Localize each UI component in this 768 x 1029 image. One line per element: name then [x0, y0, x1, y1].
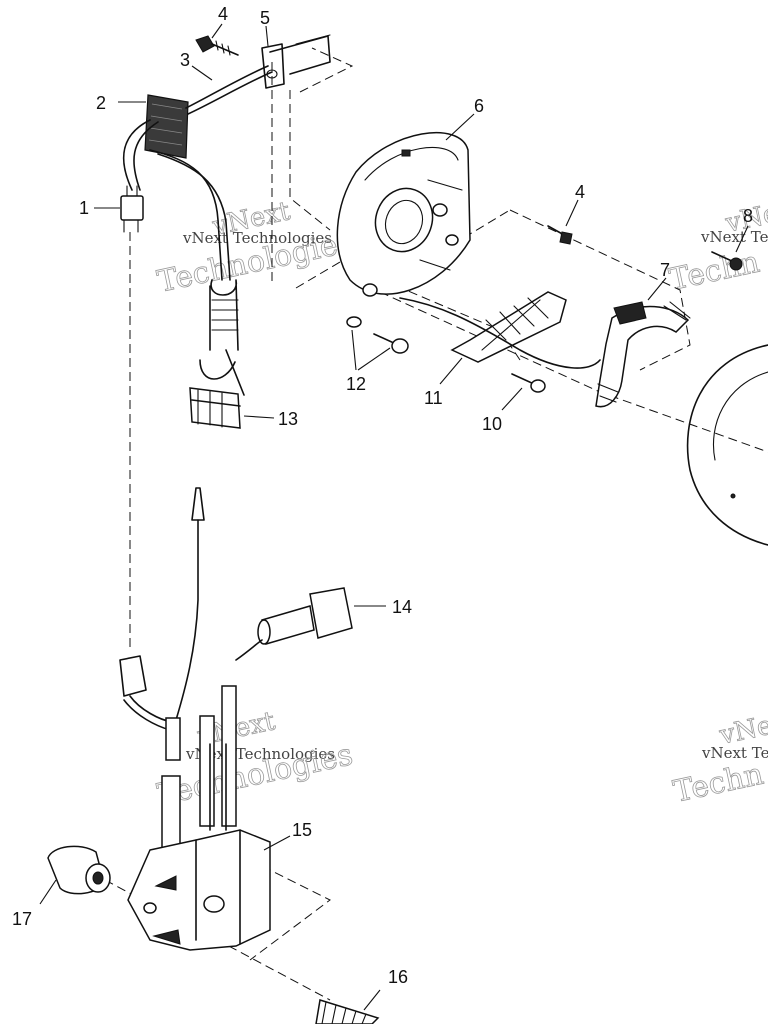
lower-wiring	[119, 487, 205, 761]
callout-13: 13	[278, 409, 298, 429]
leader-lines	[39, 23, 749, 1011]
part-14-spark-plug-cap	[235, 587, 353, 661]
callout-7: 7	[660, 260, 670, 280]
part-1-connector	[120, 185, 144, 233]
part-12-screw-washer	[346, 316, 409, 354]
part-17-grommet	[47, 845, 111, 895]
part-4-screw-top	[195, 35, 239, 56]
callout-8: 8	[743, 206, 753, 226]
callout-2: 2	[96, 93, 106, 113]
part-5-bracket	[261, 43, 285, 89]
part-7-pickup-coil	[595, 301, 691, 408]
callout-1: 1	[79, 198, 89, 218]
part-6-stator-plate	[336, 131, 471, 297]
watermark-small-3: vNext Te	[700, 228, 768, 246]
callout-17: 17	[12, 909, 32, 929]
part-11-coil	[399, 291, 601, 369]
callout-5: 5	[260, 8, 270, 28]
part-3-wire-harness	[185, 34, 331, 115]
flywheel-edge	[686, 344, 768, 546]
callout-4-top: 4	[218, 4, 228, 24]
watermark-outline-8: Techn	[670, 757, 766, 810]
watermark-group: vNext vNext Technologies Technologies vN…	[154, 193, 768, 813]
part-10-screw	[511, 373, 546, 393]
callout-3: 3	[180, 50, 190, 70]
callout-labels: 1 2 3 4 4 5 6 7 8 10 11 12 13 14 15 16 1…	[12, 4, 753, 987]
part-15-ignition-coil	[127, 685, 271, 951]
callout-4-right: 4	[575, 182, 585, 202]
callout-10: 10	[482, 414, 502, 434]
part-13-terminal-block	[189, 387, 241, 429]
callout-16: 16	[388, 967, 408, 987]
callout-6: 6	[474, 96, 484, 116]
callout-12: 12	[346, 374, 366, 394]
part-4-screw-right	[547, 225, 573, 245]
part-8-screw	[711, 251, 743, 271]
callout-15: 15	[292, 820, 312, 840]
callout-14: 14	[392, 597, 412, 617]
watermark-small-4: vNext Te	[701, 744, 768, 762]
callout-11: 11	[424, 388, 443, 408]
main-wiring	[122, 119, 245, 396]
